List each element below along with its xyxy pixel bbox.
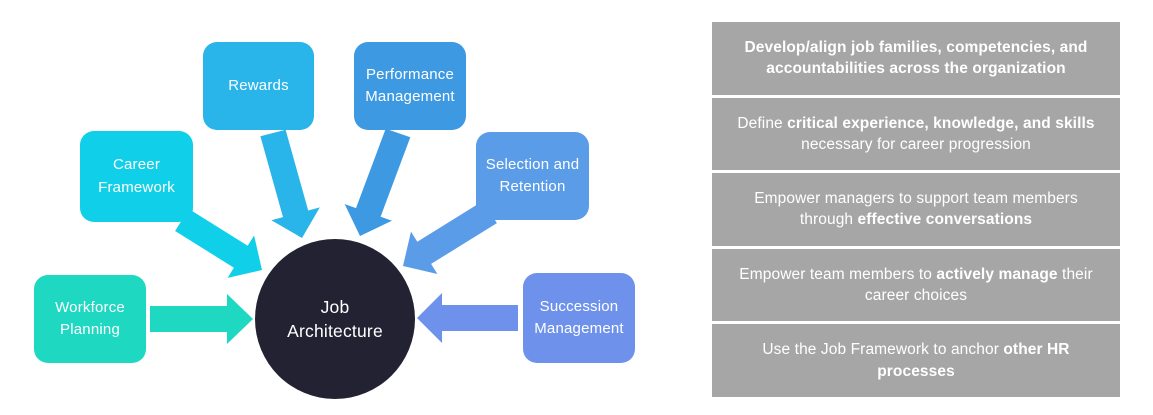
panel-row-use-job-framework: Use the Job Framework to anchor other HR… xyxy=(712,324,1120,397)
box-label: Workforce Planning xyxy=(55,298,125,339)
center-circle-label: Job Architecture xyxy=(287,296,383,342)
panel-row-text: Develop/align job families, competencies… xyxy=(744,38,1088,78)
box-rewards: Rewards xyxy=(203,42,314,130)
succession-arrow xyxy=(417,293,518,343)
box-workforce-planning: Workforce Planning xyxy=(34,275,146,363)
selection-arrow xyxy=(403,200,497,274)
arrow-layer xyxy=(150,128,518,344)
box-label: Selection and Retention xyxy=(485,155,580,196)
box-performance-management: Performance Management xyxy=(354,42,466,130)
center-circle-job-architecture: Job Architecture xyxy=(255,239,415,399)
key-points-panel: Develop/align job families, competencies… xyxy=(712,22,1120,397)
rewards-arrow xyxy=(260,129,320,238)
box-succession-management: Succession Management xyxy=(523,273,635,363)
performance-arrow xyxy=(344,128,411,236)
panel-row-text: Empower managers to support team members… xyxy=(754,190,1078,229)
box-label: Succession Management xyxy=(534,297,624,338)
workforce-arrow xyxy=(150,294,253,344)
panel-row-empower-managers: Empower managers to support team members… xyxy=(712,173,1120,246)
box-career-framework: Career Framework xyxy=(80,131,193,222)
panel-row-text: Use the Job Framework to anchor other HR… xyxy=(762,341,1070,380)
panel-row-text: Empower team members to actively manage … xyxy=(739,265,1093,305)
panel-row-empower-team-members: Empower team members to actively manage … xyxy=(712,248,1120,322)
panel-row-text: Define critical experience, knowledge, a… xyxy=(737,114,1095,153)
panel-row-develop-align: Develop/align job families, competencies… xyxy=(712,22,1120,95)
career-arrow xyxy=(175,209,262,278)
box-selection-and-retention: Selection and Retention xyxy=(476,132,589,220)
panel-row-define-critical: Define critical experience, knowledge, a… xyxy=(712,97,1120,171)
box-label: Performance Management xyxy=(365,65,455,106)
box-label: Career Framework xyxy=(98,156,175,196)
job-architecture-diagram: Job Architecture Workforce Planning Care… xyxy=(34,42,635,399)
box-label: Rewards xyxy=(228,76,289,94)
